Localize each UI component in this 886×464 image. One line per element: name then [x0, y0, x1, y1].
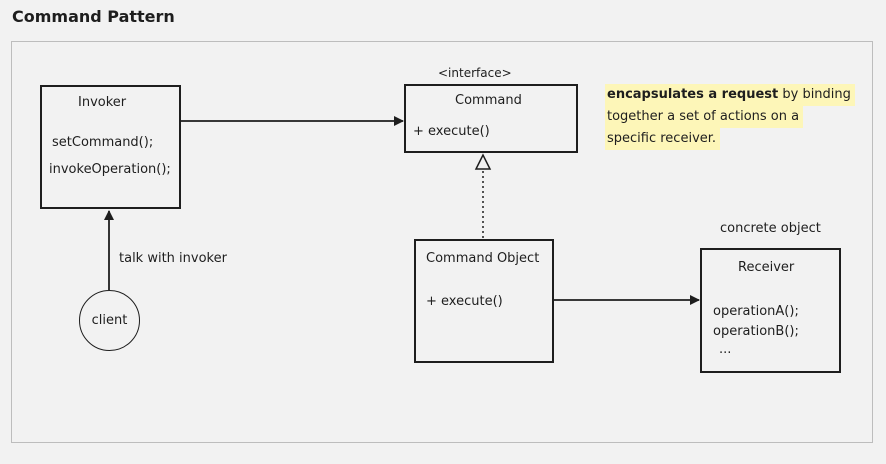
realization-triangle	[474, 153, 492, 170]
invoker-class	[40, 85, 181, 209]
invoker-name: Invoker	[78, 95, 127, 110]
receiver-name: Receiver	[738, 260, 795, 275]
invoker-method: setCommand();	[52, 135, 154, 150]
receiver-method: operationB();	[713, 324, 799, 339]
receiver-method: operationA();	[713, 304, 799, 319]
command-method: + execute()	[413, 124, 490, 139]
receiver-method: ...	[719, 342, 732, 357]
command-interface	[404, 84, 578, 153]
command-object-method: + execute()	[426, 294, 503, 309]
command-stereotype: <interface>	[438, 66, 512, 80]
receiver-caption: concrete object	[720, 221, 821, 236]
client-edge-label: talk with invoker	[119, 251, 227, 266]
receiver-class	[700, 248, 841, 373]
client-node: client	[79, 290, 140, 351]
command-name: Command	[455, 93, 522, 108]
note-line: together a set of actions on a	[605, 106, 804, 128]
client-label: client	[91, 313, 128, 328]
note-line: specific receiver.	[605, 128, 721, 150]
command-object-class	[414, 239, 554, 363]
note-bold: encapsulates a request	[607, 87, 779, 102]
diagram-title: Command Pattern	[12, 7, 175, 26]
note: encapsulates a request by binding togeth…	[605, 84, 855, 150]
invoker-method: invokeOperation();	[49, 162, 171, 177]
note-rest: by binding	[778, 87, 851, 102]
note-line: encapsulates a request by binding	[605, 84, 855, 106]
diagram-frame	[11, 41, 873, 443]
command-object-name: Command Object	[426, 251, 540, 266]
